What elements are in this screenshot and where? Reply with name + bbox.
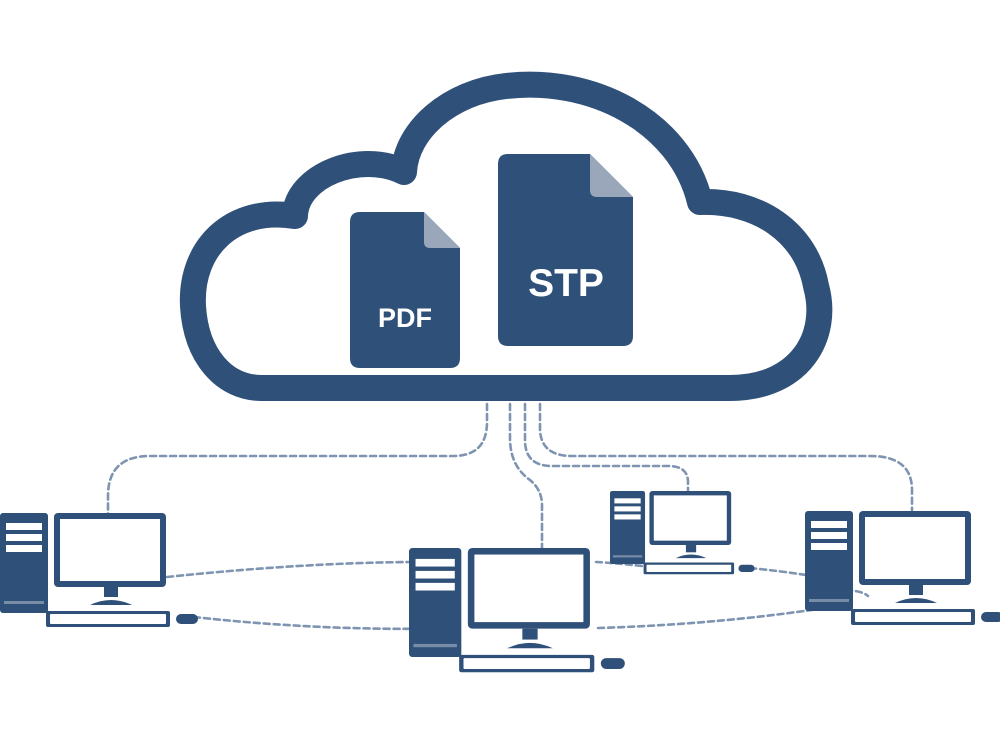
cloud-icon (179, 71, 833, 401)
stp-file-icon: STP (498, 154, 633, 346)
pdf-file-icon: PDF (350, 212, 460, 368)
computer-left (0, 513, 198, 627)
computer-back-right (610, 491, 755, 575)
network-links (106, 402, 914, 631)
desktop-computer-icon (610, 491, 755, 575)
desktop-computer-icon (0, 513, 198, 627)
link-cloud-center (508, 402, 544, 550)
desktop-computer-icon (805, 511, 1000, 625)
link-cloud-back-right (523, 402, 690, 494)
pdf-label: PDF (378, 303, 432, 333)
computer-far-right (805, 511, 1000, 625)
link-back-right-far-right (748, 566, 808, 577)
desktop-computer-icon (409, 548, 625, 673)
link-cloud-left (106, 402, 489, 517)
computer-center (409, 548, 625, 673)
stp-label: STP (528, 262, 604, 305)
link-left-center-upper (165, 560, 412, 579)
link-cloud-far-right (538, 402, 914, 512)
